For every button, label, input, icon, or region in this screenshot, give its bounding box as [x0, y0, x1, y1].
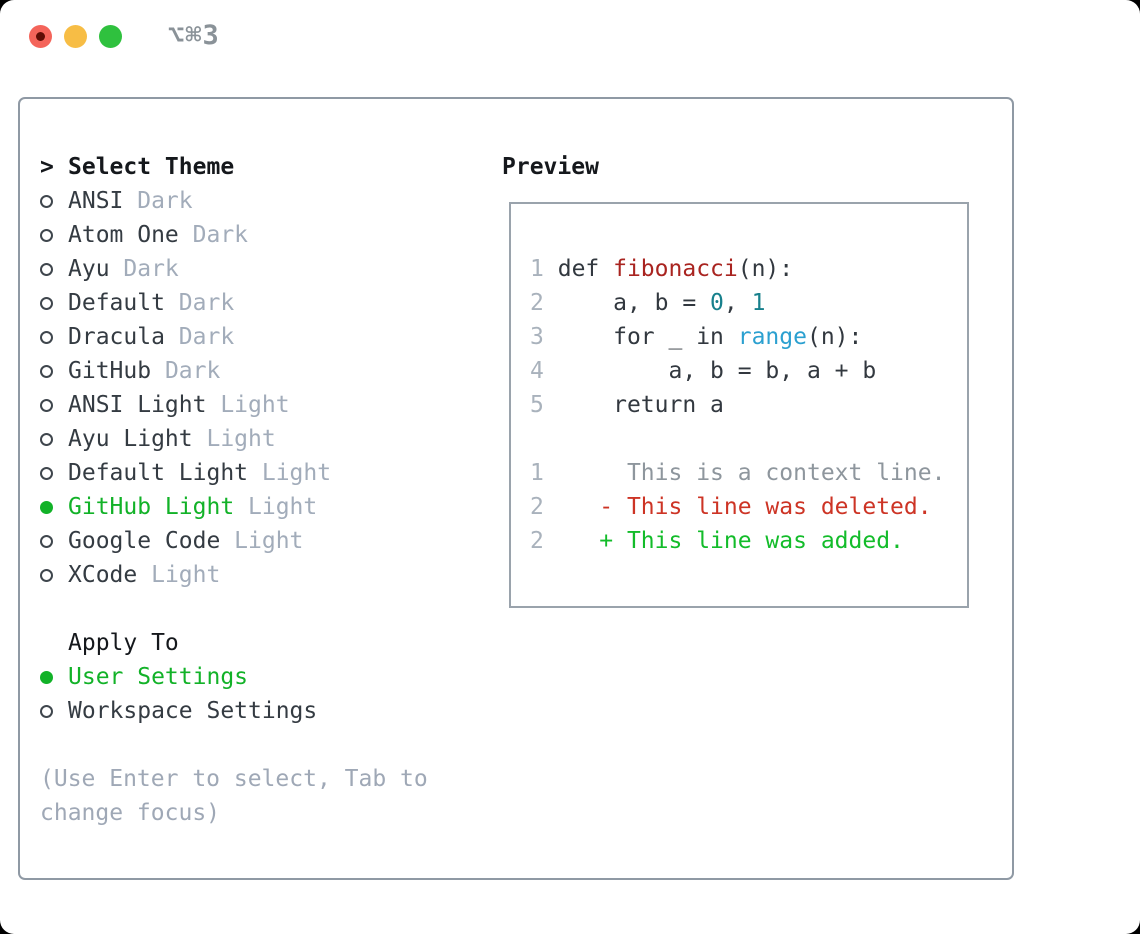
- traffic-lights: [29, 25, 122, 48]
- window-title: ⌥⌘3: [168, 20, 220, 51]
- radio-icon: [40, 364, 68, 378]
- close-dot-icon: [36, 32, 45, 41]
- spacer: [40, 728, 428, 762]
- option-label: Atom One: [68, 222, 179, 248]
- minimize-button[interactable]: [64, 25, 87, 48]
- variant-label: Light: [234, 528, 304, 554]
- theme-option-default-light[interactable]: Default Light Light: [40, 456, 428, 490]
- theme-option-xcode[interactable]: XCode Light: [40, 558, 428, 592]
- apply-to-header: Apply To: [40, 626, 428, 660]
- code-block: 1 def fibonacci(n): 2 a, b = 0, 1 3 for _ …: [511, 204, 967, 558]
- variant-label: Light: [248, 494, 318, 520]
- radio-icon: [40, 228, 68, 242]
- theme-option-github[interactable]: GitHub Dark: [40, 354, 428, 388]
- option-label: Default Light: [68, 460, 249, 486]
- option-label: Google Code: [68, 528, 221, 554]
- option-label: Workspace Settings: [68, 698, 318, 724]
- line-number: 1: [530, 256, 544, 282]
- radio-icon: [40, 704, 68, 718]
- close-button[interactable]: [29, 25, 52, 48]
- theme-option-default[interactable]: Default Dark: [40, 286, 428, 320]
- select-theme-header: > Select Theme: [40, 150, 428, 184]
- line-number: 1: [530, 460, 544, 486]
- code-line: 3 for _ in range(n):: [530, 324, 863, 350]
- section-title: Select Theme: [68, 154, 235, 180]
- spacer: [40, 592, 428, 626]
- option-label: ANSI: [68, 188, 124, 214]
- variant-label: Dark: [178, 290, 235, 316]
- variant-label: Dark: [164, 358, 221, 384]
- apply-option-user-settings[interactable]: User Settings: [40, 660, 428, 694]
- line-number: 3: [530, 324, 544, 350]
- line-number: 4: [530, 358, 544, 384]
- zoom-button[interactable]: [99, 25, 122, 48]
- help-text-line: change focus): [40, 800, 221, 826]
- option-label: XCode: [68, 562, 138, 588]
- code-line: 1 def fibonacci(n):: [530, 256, 794, 282]
- preview-pane: 1 def fibonacci(n): 2 a, b = 0, 1 3 for _ …: [509, 202, 969, 608]
- radio-icon: [40, 398, 68, 412]
- theme-option-ayu[interactable]: Ayu Dark: [40, 252, 428, 286]
- theme-option-ansi-light[interactable]: ANSI Light Light: [40, 388, 428, 422]
- radio-selected-icon: [40, 500, 68, 514]
- cursor-icon: >: [40, 154, 54, 180]
- code-line: 5 return a: [530, 392, 724, 418]
- radio-icon: [40, 296, 68, 310]
- variant-label: Light: [261, 460, 332, 486]
- theme-option-dracula[interactable]: Dracula Dark: [40, 320, 428, 354]
- radio-icon: [40, 330, 68, 344]
- option-label: Default: [68, 290, 165, 316]
- radio-icon: [40, 194, 68, 208]
- line-number: 2: [530, 528, 544, 554]
- line-number: 2: [530, 494, 544, 520]
- radio-icon: [40, 432, 68, 446]
- theme-option-google-code[interactable]: Google Code Light: [40, 524, 428, 558]
- variant-label: Dark: [178, 324, 235, 350]
- variant-label: Dark: [123, 256, 179, 282]
- option-label: Dracula: [68, 324, 165, 350]
- variant-label: Dark: [192, 222, 249, 248]
- section-title: Apply To: [68, 630, 179, 656]
- variant-label: Light: [151, 562, 221, 588]
- theme-option-atom-one[interactable]: Atom One Dark: [40, 218, 428, 252]
- variant-label: Light: [206, 426, 276, 452]
- option-label: ANSI Light: [68, 392, 207, 418]
- code-line: 4 a, b = b, a + b: [530, 358, 877, 384]
- option-label: GitHub Light: [68, 494, 235, 520]
- option-label: Ayu: [68, 256, 110, 282]
- radio-icon: [40, 466, 68, 480]
- theme-option-ansi[interactable]: ANSI Dark: [40, 184, 428, 218]
- preview-title: Preview: [502, 154, 599, 180]
- radio-icon: [40, 568, 68, 582]
- theme-option-ayu-light[interactable]: Ayu Light Light: [40, 422, 428, 456]
- radio-icon: [40, 262, 68, 276]
- code-line: 2 a, b = 0, 1: [530, 290, 766, 316]
- help-text-line: (Use Enter to select, Tab to: [40, 766, 428, 792]
- variant-label: Light: [220, 392, 290, 418]
- radio-icon: [40, 534, 68, 548]
- variant-label: Dark: [137, 188, 193, 214]
- option-label: GitHub: [68, 358, 152, 384]
- option-label: Ayu Light: [68, 426, 193, 452]
- line-number: 2: [530, 290, 544, 316]
- code-line: 1 This is a context line.: [530, 460, 946, 486]
- theme-option-github-light[interactable]: GitHub Light Light: [40, 490, 428, 524]
- line-number: 5: [530, 392, 544, 418]
- code-line: [530, 422, 967, 456]
- option-label: User Settings: [68, 664, 249, 690]
- code-line: 2 - This line was deleted.: [530, 494, 932, 520]
- radio-selected-icon: [40, 670, 68, 684]
- code-line: 2 + This line was added.: [530, 528, 904, 554]
- apply-option-workspace-settings[interactable]: Workspace Settings: [40, 694, 428, 728]
